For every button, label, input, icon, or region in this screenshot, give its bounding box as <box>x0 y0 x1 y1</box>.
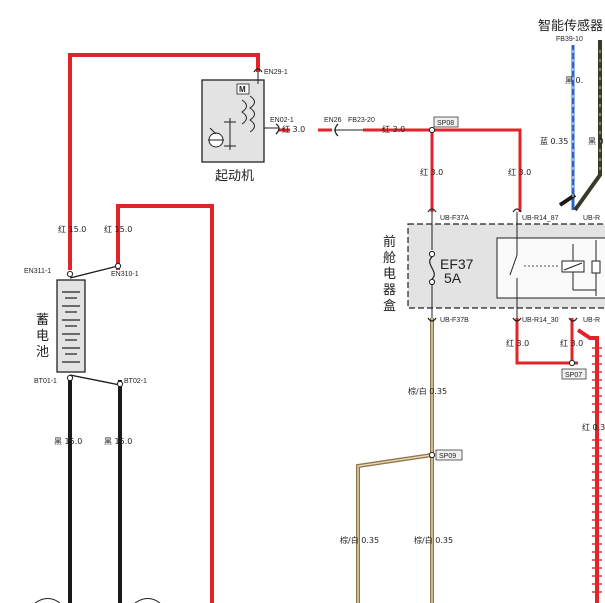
front-box-label-1: 前 <box>383 234 396 250</box>
fuse-ef37 <box>428 212 436 318</box>
wire-sp09-branch-core <box>357 454 433 603</box>
fuse-rating: 5A <box>444 270 462 286</box>
label-ub-f37a: UB-F37A <box>440 215 469 222</box>
wire-label-red-15-0-a: 红 15.0 <box>58 224 86 234</box>
wire-starter-main-feed <box>68 53 260 270</box>
wire-label-red-3-0-b: 红 3.0 <box>382 124 405 134</box>
terminal-en311-1 <box>66 270 74 278</box>
front-box-label-4: 器 <box>383 283 396 298</box>
starter-motor-mark: M <box>239 85 246 94</box>
label-en310-1: EN310-1 <box>111 271 139 278</box>
battery-neg-link <box>69 374 121 386</box>
terminal-bt01-1 <box>66 374 74 382</box>
label-en311-1: EN311-1 <box>24 268 51 275</box>
label-fb23-20: FB23-20 <box>348 117 375 124</box>
wire-label-blue-0-35: 蓝 0.35 <box>540 136 568 146</box>
label-bt01-1: BT01-1 <box>34 378 57 385</box>
wire-label-brown-white-c: 棕/白 0.35 <box>414 535 453 545</box>
wire-label-black-15-0-a: 黑 15.0 <box>54 437 82 446</box>
pin-ub-f37b <box>427 317 437 322</box>
wire-fb23-to-sp08 <box>363 128 522 155</box>
wire-label-red-3-0-c: 红 3.0 <box>420 167 443 177</box>
label-ub-r14-30: UB-R14_30 <box>522 317 559 324</box>
wire-label-red-3-0-d: 红 3.0 <box>508 167 531 177</box>
smart-sensor-title: 智能传感器 <box>538 18 603 34</box>
starter-label: 起动机 <box>215 169 254 184</box>
ground-symbol-left <box>34 598 61 603</box>
battery <box>56 279 86 373</box>
pin-ub-r14-30 <box>512 317 522 322</box>
wire-label-brown-white-a: 棕/白 0.35 <box>408 386 447 396</box>
label-fb39-10: FB39-10 <box>556 36 583 43</box>
fuse-name: EF37 <box>440 256 474 272</box>
wire-label-black-15-0-b: 黑 15.0 <box>104 437 132 446</box>
wire-label-red-3-0-e: 红 3.0 <box>506 338 529 348</box>
splice-sp09 <box>428 451 436 459</box>
splice-sp08 <box>428 126 436 134</box>
connector-en02-1-symbol <box>275 123 280 135</box>
label-en26: EN26 <box>324 117 342 124</box>
front-box-label-3: 电 <box>383 267 396 282</box>
pin-ub-f37a <box>427 208 437 213</box>
wire-sensor-dark <box>573 40 602 212</box>
pin-ub-r-bottom <box>568 317 578 322</box>
starter-motor: M <box>201 72 278 163</box>
connector-en29-1-symbol <box>253 68 263 73</box>
sensor-dashed-overlay <box>572 50 601 200</box>
wire-battery-feed-right <box>116 204 214 603</box>
battery-label-1: 蓄 <box>36 313 49 328</box>
wire-label-red-3-0-f: 红 3.0 <box>560 338 583 348</box>
battery-label-3: 池 <box>36 345 49 360</box>
label-bt02-1: BT02-1 <box>124 378 147 385</box>
label-sp09: SP09 <box>439 453 456 460</box>
tag-sp09 <box>435 449 463 461</box>
relay-r14 <box>496 212 605 318</box>
terminal-en310-1 <box>114 262 122 270</box>
terminal-bt02-1 <box>116 380 124 388</box>
label-ub-r14-87: UB-R14_87 <box>522 215 559 222</box>
wire-label-black-0-b: 黑 0 <box>588 137 604 146</box>
battery-pos-link <box>69 265 119 279</box>
tag-sp07 <box>561 368 587 380</box>
wire-sp09-branch <box>356 453 433 603</box>
wire-label-red-15-0-b: 红 15.0 <box>104 224 132 234</box>
label-ub-r-top: UB-R <box>583 215 600 222</box>
ground-symbol-right <box>134 598 161 603</box>
wire-label-black-0-a: 黑 0. <box>565 76 583 85</box>
pin-ub-r14-87 <box>512 208 522 213</box>
battery-label-2: 电 <box>36 329 49 344</box>
wire-label-red-3-0-a: 红 3.0 <box>282 124 305 134</box>
front-box-label-5: 盒 <box>383 298 396 314</box>
label-ub-f37b: UB-F37B <box>440 317 469 324</box>
label-sp08: SP08 <box>437 120 454 127</box>
front-box-label-2: 舱 <box>383 251 396 266</box>
tag-sp08 <box>433 116 459 128</box>
label-sp07: SP07 <box>565 372 582 379</box>
wire-label-red-0-3: 红 0.3 <box>582 422 605 432</box>
wire-right-red-trunk <box>576 328 599 603</box>
label-en29-1: EN29-1 <box>264 69 288 76</box>
splice-sp07 <box>568 359 576 367</box>
label-en02-1: EN02-1 <box>270 117 294 124</box>
wire-r14-30-down <box>515 318 578 365</box>
hatch-marks <box>592 347 602 593</box>
label-ub-r-bottom: UB-R <box>583 317 600 324</box>
wire-label-brown-white-b: 棕/白 0.35 <box>340 535 379 545</box>
